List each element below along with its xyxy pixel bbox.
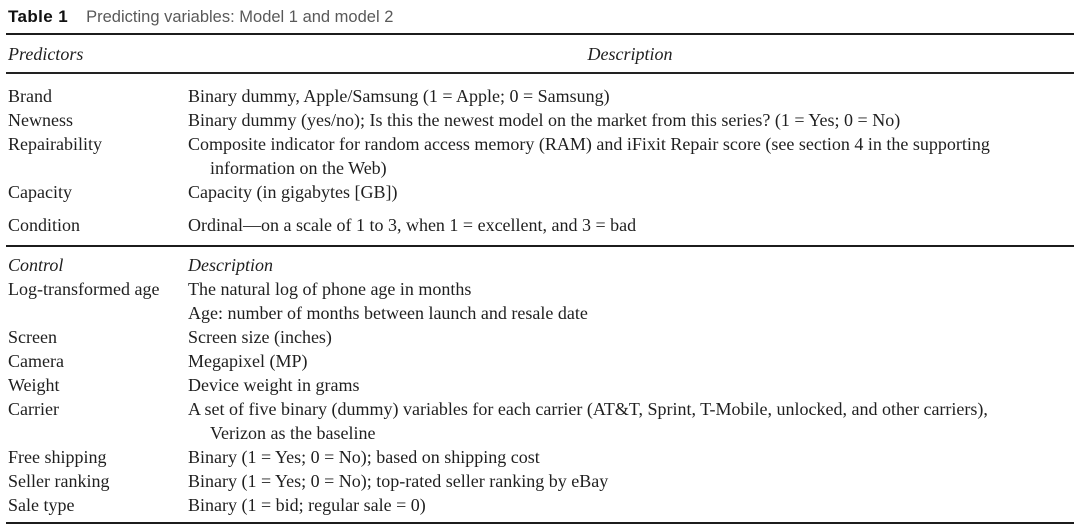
- table-row: Brand Binary dummy, Apple/Samsung (1 = A…: [8, 84, 1072, 108]
- description-line: Composite indicator for random access me…: [188, 134, 990, 154]
- predictor-description: Composite indicator for random access me…: [188, 132, 1072, 180]
- description-line: Screen size (inches): [188, 327, 332, 347]
- table-title: Table 1 Predicting variables: Model 1 an…: [6, 0, 1074, 33]
- table-row: Free shipping Binary (1 = Yes; 0 = No); …: [8, 445, 1072, 469]
- predictor-description: Binary dummy (yes/no); Is this the newes…: [188, 108, 1072, 132]
- control-description: Device weight in grams: [188, 373, 1072, 397]
- description-line: Binary (1 = Yes; 0 = No); top-rated sell…: [188, 471, 609, 491]
- rule-mid: [6, 245, 1074, 247]
- control-label: Carrier: [8, 399, 59, 419]
- col-header-predictors: Predictors: [8, 44, 84, 64]
- control-label: Free shipping: [8, 447, 107, 467]
- description-line: The natural log of phone age in months: [188, 279, 472, 299]
- table-row: Seller ranking Binary (1 = Yes; 0 = No);…: [8, 469, 1072, 493]
- description-line: Binary dummy, Apple/Samsung (1 = Apple; …: [188, 86, 610, 106]
- control-label: Sale type: [8, 495, 75, 515]
- col-header-description: Description: [587, 44, 673, 64]
- description-line: Binary (1 = Yes; 0 = No); based on shipp…: [188, 447, 540, 467]
- section-predictors: Brand Binary dummy, Apple/Samsung (1 = A…: [6, 74, 1074, 237]
- predictor-label: Condition: [8, 215, 81, 235]
- control-label: Seller ranking: [8, 471, 110, 491]
- predictor-description: Capacity (in gigabytes [GB]): [188, 180, 1072, 204]
- predictor-label: Capacity: [8, 182, 72, 202]
- table-caption: Predicting variables: Model 1 and model …: [86, 8, 394, 26]
- description-line-continuation: Verizon as the baseline: [210, 423, 376, 443]
- table-row: Screen Screen size (inches): [8, 325, 1072, 349]
- predictor-label: Repairability: [8, 134, 102, 154]
- table-row: Newness Binary dummy (yes/no); Is this t…: [8, 108, 1072, 132]
- table-number-label: Table 1: [8, 7, 69, 26]
- description-line: Binary dummy (yes/no); Is this the newes…: [188, 110, 901, 130]
- control-description: Screen size (inches): [188, 325, 1072, 349]
- control-header-row: Control Description: [8, 253, 1072, 277]
- control-description: Megapixel (MP): [188, 349, 1072, 373]
- control-description: Binary (1 = bid; regular sale = 0): [188, 493, 1072, 517]
- control-description: A set of five binary (dummy) variables f…: [188, 397, 1072, 445]
- predictor-label: Brand: [8, 86, 52, 106]
- control-description: Binary (1 = Yes; 0 = No); top-rated sell…: [188, 469, 1072, 493]
- description-line: Capacity (in gigabytes [GB]): [188, 182, 398, 202]
- description-line: Binary (1 = bid; regular sale = 0): [188, 495, 426, 515]
- control-label: Weight: [8, 375, 60, 395]
- header-row: Predictors Description: [6, 35, 1074, 72]
- control-description: The natural log of phone age in months A…: [188, 277, 1072, 325]
- col-header-control: Control: [8, 255, 64, 275]
- table-row: Carrier A set of five binary (dummy) var…: [8, 397, 1072, 445]
- predictor-label: Newness: [8, 110, 73, 130]
- predictor-description: Binary dummy, Apple/Samsung (1 = Apple; …: [188, 84, 1072, 108]
- table-row: Capacity Capacity (in gigabytes [GB]): [8, 180, 1072, 204]
- section-controls: Control Description Log-transformed age …: [6, 247, 1074, 517]
- table-row: Condition Ordinal—on a scale of 1 to 3, …: [8, 213, 1072, 237]
- table-row: Repairability Composite indicator for ra…: [8, 132, 1072, 180]
- description-line: Ordinal—on a scale of 1 to 3, when 1 = e…: [188, 215, 637, 235]
- table-row: Sale type Binary (1 = bid; regular sale …: [8, 493, 1072, 517]
- table-row: Log-transformed age The natural log of p…: [8, 277, 1072, 325]
- control-label: Screen: [8, 327, 57, 347]
- rule-under-header: [6, 72, 1074, 74]
- control-description: Binary (1 = Yes; 0 = No); based on shipp…: [188, 445, 1072, 469]
- description-line: Megapixel (MP): [188, 351, 308, 371]
- table-row: Weight Device weight in grams: [8, 373, 1072, 397]
- col-header-description: Description: [188, 255, 273, 275]
- control-label: Log-transformed age: [8, 279, 160, 299]
- rule-bottom: [6, 522, 1074, 524]
- control-label: Camera: [8, 351, 64, 371]
- predictor-description: Ordinal—on a scale of 1 to 3, when 1 = e…: [188, 213, 1072, 237]
- description-line: Device weight in grams: [188, 375, 360, 395]
- description-line-continuation: information on the Web): [210, 158, 387, 178]
- table-row: Camera Megapixel (MP): [8, 349, 1072, 373]
- description-line: Age: number of months between launch and…: [188, 303, 588, 323]
- rule-top: [6, 33, 1074, 35]
- description-line: A set of five binary (dummy) variables f…: [188, 399, 988, 419]
